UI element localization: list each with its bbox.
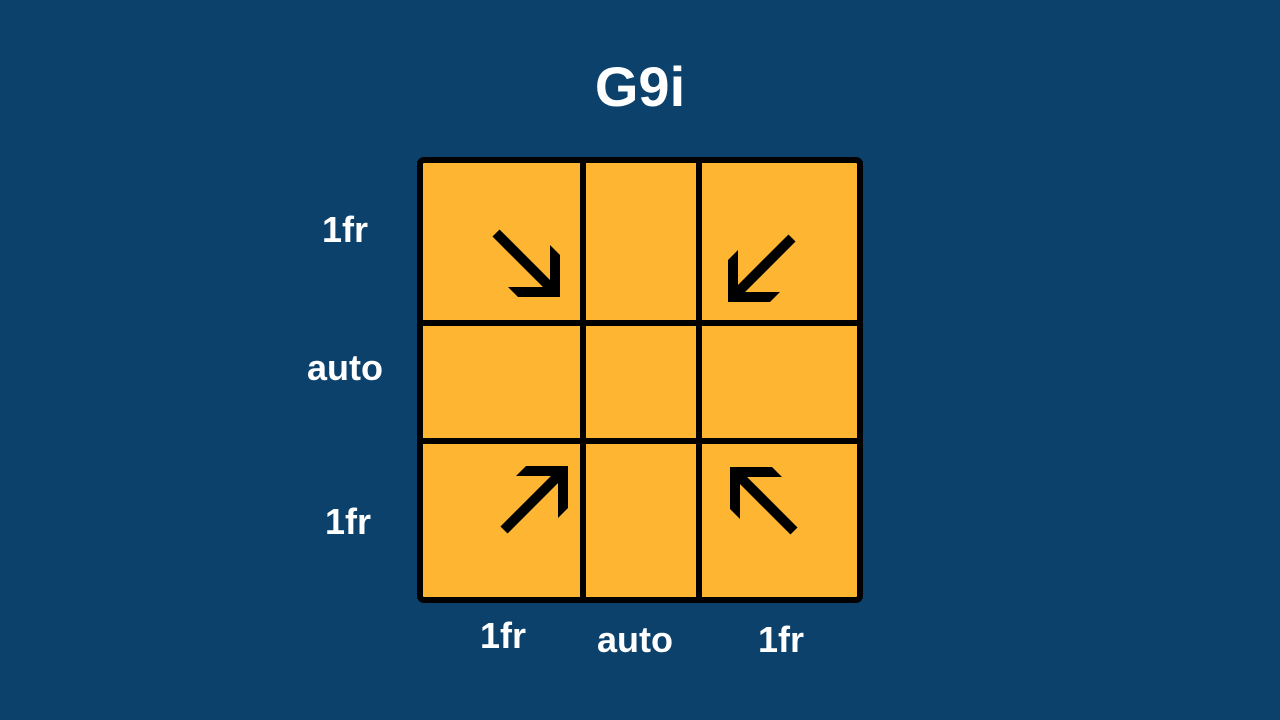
grid-cell-bottom-center [586, 444, 696, 597]
arrow-up-left-icon [730, 467, 798, 535]
column-label-1: 1fr [479, 615, 527, 656]
grid-cell-middle-right [702, 326, 857, 438]
page-title: G9i [594, 55, 686, 118]
grid-column-divider [580, 163, 586, 597]
arrow-up-right-icon [500, 466, 568, 534]
column-label-3: 1fr [757, 619, 805, 660]
column-label-2: auto [597, 619, 673, 660]
row-label-2: auto [307, 347, 383, 388]
grid-column-divider [696, 163, 702, 597]
grid-row-divider [423, 320, 857, 326]
grid-row-divider [423, 438, 857, 444]
row-label-3: 1fr [324, 501, 372, 542]
grid-cell-middle-center [586, 326, 696, 438]
grid-diagram [417, 157, 863, 603]
grid-cell-top-center [586, 163, 696, 320]
grid-cell-middle-left [423, 326, 580, 438]
arrow-down-right-icon [492, 229, 560, 297]
arrow-down-left-icon [728, 234, 796, 302]
row-label-1: 1fr [321, 209, 369, 250]
